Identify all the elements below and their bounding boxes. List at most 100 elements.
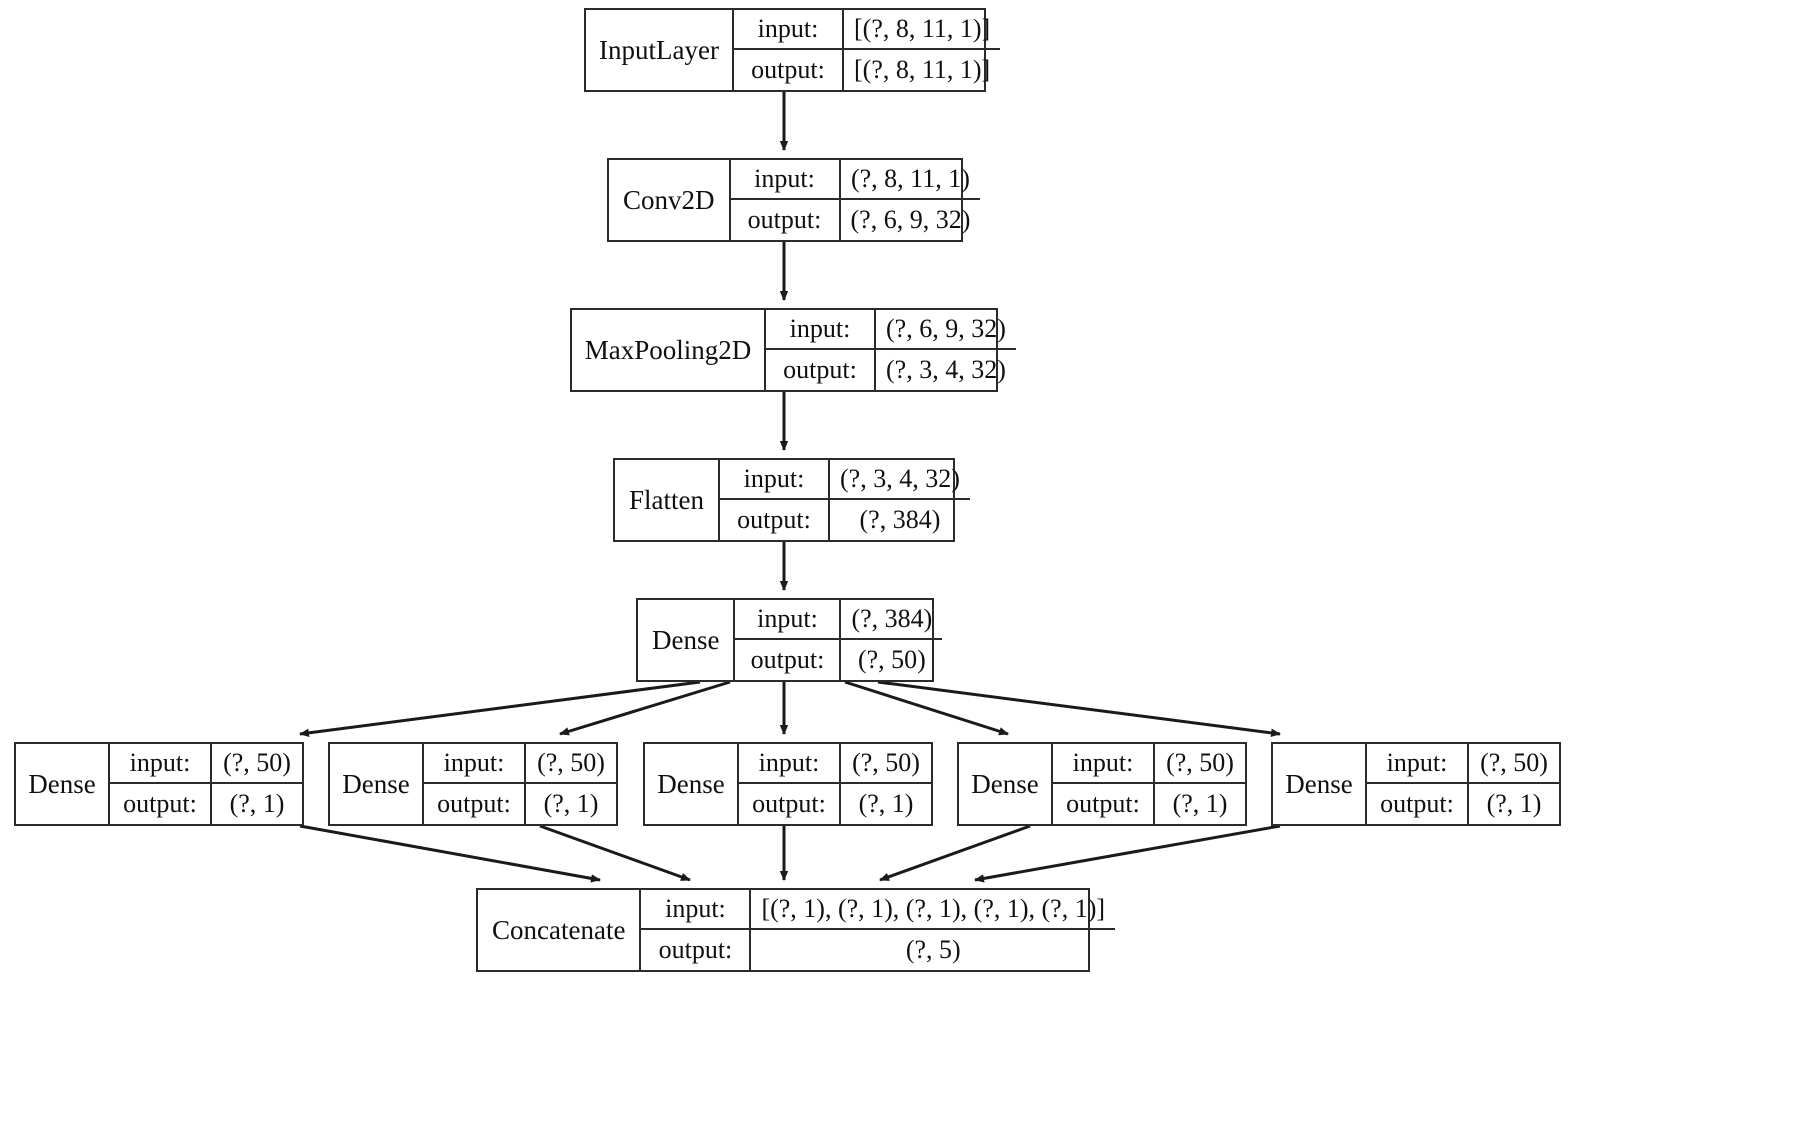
layer-type-label: InputLayer — [599, 34, 719, 65]
layer-input-row: input: [(?, 8, 11, 1)] — [734, 10, 1001, 50]
layer-input-label: input: — [720, 460, 830, 498]
layer-output-shape: (?, 1) — [543, 789, 599, 818]
layer-output-row: output: (?, 1) — [739, 784, 931, 824]
layer-shape-table: input:(?, 384)output: (?, 50) — [733, 600, 943, 680]
layer-input-row: input: (?, 50) — [424, 744, 616, 784]
edge-dense_branch_4-to-concatenate — [879, 824, 1031, 882]
layer-output-label: output: — [1367, 784, 1469, 824]
layer-type-label: Dense — [1285, 768, 1353, 799]
layer-output-row: output: (?, 1) — [424, 784, 616, 824]
layer-input-row: input: [(?, 1), (?, 1), (?, 1), (?, 1), (… — [641, 890, 1116, 930]
layer-output-label: output: — [424, 784, 526, 824]
layer-output-row: output: (?, 3, 4, 32) — [766, 350, 1016, 390]
layer-output-row: output: (?, 384) — [720, 500, 970, 540]
layer-input-row: input: (?, 8, 11, 1) — [730, 160, 981, 200]
layer-node-dense_branch_3: Dense input: (?, 50) output: (?, 1) — [643, 742, 933, 826]
layer-input-row: input:(?, 50) — [1367, 744, 1559, 784]
layer-input-label: input: — [424, 744, 526, 782]
layer-output-shape: (?, 5) — [905, 935, 961, 964]
layer-input-shape: (?, 3, 4, 32) — [840, 464, 960, 493]
layer-output-row: output:(?, 5) — [641, 930, 1115, 970]
layer-shape-table: input: (?, 3, 4, 32) output: (?, 384) — [718, 460, 970, 540]
layer-output-row: output: (?, 50) — [735, 640, 942, 680]
layer-input-row: input: (?, 50) — [1053, 744, 1245, 784]
layer-type-label: Dense — [657, 768, 725, 799]
layer-input-shape: (?, 50) — [852, 748, 920, 777]
layer-output-row: output: (?, 6, 9, 32) — [731, 200, 981, 240]
layer-shape-table: input:(?, 50)output: (?, 1) — [1365, 744, 1559, 824]
layer-output-shape: (?, 3, 4, 32) — [886, 355, 1006, 384]
layer-node-maxpooling2d: MaxPooling2D input: (?, 6, 9, 32) output: (?… — [570, 308, 1016, 392]
edge-dense_main-to-dense_branch_4 — [844, 680, 1009, 736]
layer-output-shape: [(?, 8, 11, 1)] — [854, 55, 991, 84]
layer-node-dense_branch_5: Dense input:(?, 50)output: (?, 1) — [1271, 742, 1561, 826]
layer-input-row: input: (?, 3, 4, 32) — [720, 460, 970, 500]
layer-input-label: input: — [641, 890, 752, 928]
layer-input-row: input:(?, 384) — [735, 600, 943, 640]
layer-input-label: input: — [739, 744, 841, 782]
layer-output-label: output: — [766, 350, 876, 390]
layer-type-label: Flatten — [629, 484, 704, 515]
layer-output-label: output: — [720, 500, 830, 540]
edge-dense_main-to-dense_branch_5 — [877, 680, 1281, 738]
layer-input-shape: (?, 384) — [851, 604, 933, 633]
layer-node-dense_main: Dense input:(?, 384)output: (?, 50) — [636, 598, 943, 682]
layer-output-label: output: — [734, 50, 844, 90]
edge-dense_branch_5-to-concatenate — [974, 824, 1281, 883]
layer-output-shape: (?, 6, 9, 32) — [850, 205, 971, 234]
layer-type-label: Dense — [342, 768, 410, 799]
layer-input-label: input: — [1367, 744, 1469, 782]
layer-output-shape: (?, 1) — [1486, 789, 1542, 818]
layer-output-row: output: (?, 1) — [1367, 784, 1559, 824]
layer-type-label: Concatenate — [492, 914, 626, 945]
layer-output-shape: (?, 50) — [857, 645, 926, 674]
layer-shape-table: input: (?, 6, 9, 32) output: (?, 3, 4, 32) — [764, 310, 1016, 390]
layer-input-shape: (?, 8, 11, 1) — [850, 164, 970, 193]
edge-dense_main-to-dense_branch_2 — [559, 680, 731, 736]
layer-type-label: Conv2D — [623, 184, 715, 215]
layer-output-label: output: — [731, 200, 841, 240]
layer-type-label: Dense — [28, 768, 96, 799]
layer-input-shape: (?, 50) — [1166, 748, 1234, 777]
layer-input-label: input: — [766, 310, 876, 348]
layer-node-dense_branch_4: Dense input: (?, 50) output: (?, 1) — [957, 742, 1247, 826]
layer-output-label: output: — [739, 784, 841, 824]
layer-type-label: Dense — [652, 624, 720, 655]
layer-input-row: input: (?, 50) — [739, 744, 931, 784]
layer-shape-table: input: (?, 50) output: (?, 1) — [1051, 744, 1245, 824]
layer-input-shape: [(?, 8, 11, 1)] — [854, 14, 991, 43]
layer-node-input_layer: InputLayer input: [(?, 8, 11, 1)] output: [(… — [584, 8, 1001, 92]
layer-output-row: output: [(?, 8, 11, 1)] — [734, 50, 1000, 90]
layer-node-dense_branch_1: Dense input: (?, 50) output:(?, 1) — [14, 742, 304, 826]
layer-input-row: input: (?, 50) — [110, 744, 302, 784]
layer-output-shape: (?, 1) — [858, 789, 914, 818]
layer-output-label: output: — [735, 640, 842, 680]
layer-shape-table: input: [(?, 8, 11, 1)] output: [(?, 8, 11, … — [732, 10, 1001, 90]
layer-input-shape: (?, 6, 9, 32) — [886, 314, 1006, 343]
layer-node-conv2d: Conv2D input: (?, 8, 11, 1) output: (?, 6, 9… — [607, 158, 981, 242]
layer-output-row: output:(?, 1) — [110, 784, 302, 824]
layer-output-row: output: (?, 1) — [1053, 784, 1245, 824]
edge-dense_branch_2-to-concatenate — [539, 824, 691, 882]
layer-shape-table: input: (?, 50) output: (?, 1) — [737, 744, 931, 824]
layer-input-label: input: — [110, 744, 212, 782]
layer-node-dense_branch_2: Dense input: (?, 50) output: (?, 1) — [328, 742, 618, 826]
layer-input-label: input: — [734, 10, 844, 48]
layer-input-label: input: — [1053, 744, 1155, 782]
layer-output-shape: (?, 1) — [1172, 789, 1228, 818]
layer-input-shape: (?, 50) — [537, 748, 605, 777]
layer-type-label: Dense — [971, 768, 1039, 799]
layer-output-label: output: — [110, 784, 212, 824]
layer-shape-table: input: (?, 50) output:(?, 1) — [108, 744, 302, 824]
layer-shape-table: input: (?, 8, 11, 1) output: (?, 6, 9, 32) — [728, 160, 981, 240]
layer-output-shape: (?, 384) — [859, 505, 941, 534]
layer-input-shape: [(?, 1), (?, 1), (?, 1), (?, 1), (?, 1)] — [761, 894, 1106, 923]
edge-dense_main-to-dense_branch_1 — [299, 680, 701, 738]
layer-node-concatenate: Concatenate input: [(?, 1), (?, 1), (?, 1)… — [476, 888, 1116, 972]
layer-type-label: MaxPooling2D — [584, 334, 752, 365]
layer-output-label: output: — [1053, 784, 1155, 824]
layer-input-label: input: — [731, 160, 841, 198]
layer-input-row: input: (?, 6, 9, 32) — [766, 310, 1016, 350]
layer-input-shape: (?, 50) — [223, 748, 291, 777]
